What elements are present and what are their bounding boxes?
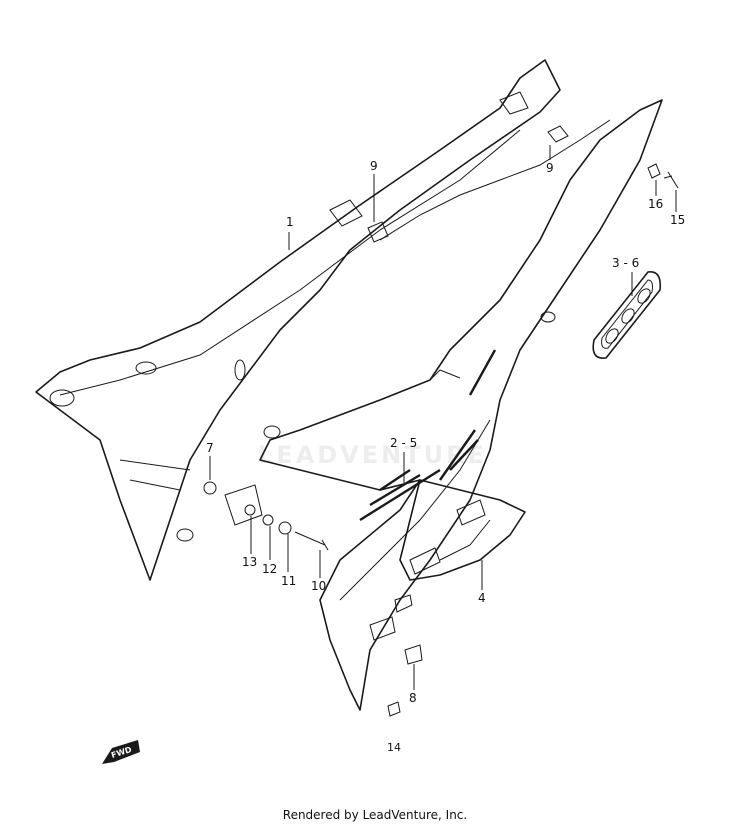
callout-10: 10 bbox=[311, 579, 327, 593]
leader-lines bbox=[209, 145, 677, 690]
hardware-parts bbox=[203, 125, 679, 717]
callout-13: 13 bbox=[242, 555, 258, 569]
watermark: LEADVENTURE bbox=[258, 441, 487, 469]
footer-credit: Rendered by LeadVenture, Inc. bbox=[282, 808, 468, 822]
callout-15: 15 bbox=[670, 213, 686, 227]
callout-3-6: 3 - 6 bbox=[612, 256, 640, 270]
callout-9-left: 9 bbox=[370, 159, 378, 173]
callout-4: 4 bbox=[478, 591, 486, 605]
callout-16: 16 bbox=[648, 197, 664, 211]
callout-2-5: 2 - 5 bbox=[390, 436, 418, 450]
part-2-5-side-cover bbox=[259, 99, 663, 711]
callout-1: 1 bbox=[286, 215, 294, 229]
callout-8: 8 bbox=[409, 691, 417, 705]
part-1-frame-cover bbox=[35, 59, 561, 581]
callout-7: 7 bbox=[206, 441, 214, 455]
part-3-6-emblem bbox=[592, 271, 662, 359]
fwd-arrow-icon bbox=[102, 740, 140, 764]
page-number: 14 bbox=[387, 741, 401, 754]
part-4-lower-trim bbox=[369, 479, 526, 665]
callout-11: 11 bbox=[281, 574, 297, 588]
callout-12: 12 bbox=[262, 562, 278, 576]
callout-9-right: 9 bbox=[546, 161, 554, 175]
